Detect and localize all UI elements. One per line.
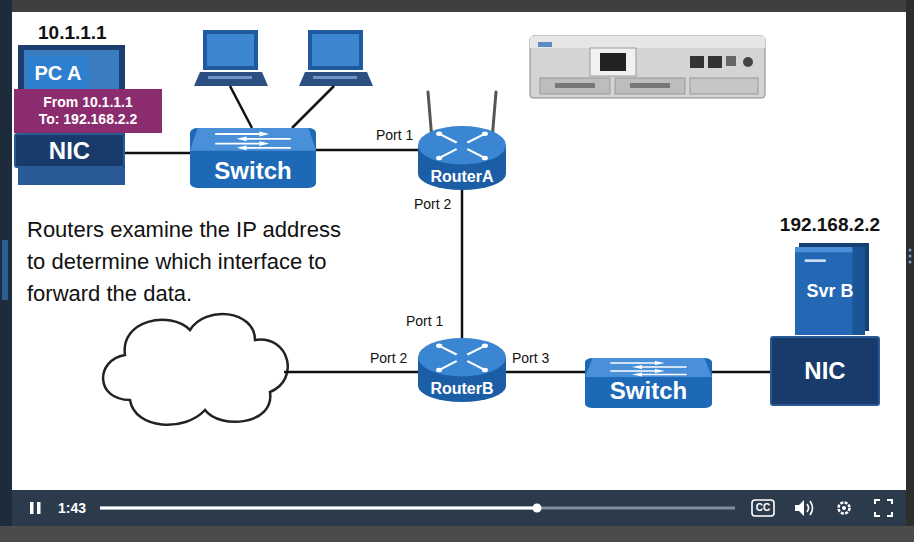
internet-cloud (103, 314, 288, 425)
server-tower: 192.168.2.2Svr B (795, 247, 865, 335)
network-link (125, 152, 190, 155)
node-body: NIC (16, 135, 123, 166)
network-link (712, 371, 770, 374)
left-frame-accent (2, 240, 8, 300)
node-text: RouterA (430, 168, 493, 186)
node-body: NIC (772, 338, 878, 404)
node-text: RouterB (430, 380, 493, 398)
ethernet-cable (230, 86, 252, 128)
nic-card: NIC (770, 336, 880, 406)
frame-dot (909, 261, 912, 264)
router-icon: RouterA (418, 126, 506, 190)
caption-text: Routers examine the IP address to determ… (27, 214, 353, 310)
node-body: Switch (585, 358, 712, 408)
switch-icon: Switch (190, 128, 316, 188)
port-label: Port 2 (370, 350, 407, 366)
network-link (461, 190, 464, 338)
node-text: Svr B (806, 281, 853, 302)
node-body: RouterB (418, 338, 506, 402)
nic-card: NIC (14, 133, 125, 168)
node-body: Svr B (795, 247, 865, 335)
node-text: NIC (49, 137, 90, 165)
frame-dot (909, 255, 912, 258)
frame-dot (909, 249, 912, 252)
network-link (506, 371, 585, 374)
packet-label: From 10.1.1.1 To: 192.168.2.2 (14, 89, 162, 133)
port-label: Port 1 (406, 313, 443, 329)
pc-label: 10.1.1.1PC A (28, 56, 88, 90)
progress-played (100, 507, 537, 510)
network-link (316, 149, 418, 152)
ip-address: 10.1.1.1 (38, 22, 107, 44)
player-bar (12, 490, 906, 526)
bottom-frame (0, 526, 914, 542)
fullscreen-icon (875, 500, 892, 516)
desktop-computer (194, 30, 268, 86)
progress-track (100, 507, 735, 510)
right-frame (906, 0, 914, 542)
wan-link (284, 371, 418, 374)
port-label: Port 2 (414, 196, 451, 212)
port-label: Port 3 (512, 350, 549, 366)
desktop-computer (299, 30, 373, 86)
pause-icon (37, 502, 41, 514)
port-label: Port 1 (376, 127, 413, 143)
node-body: From 10.1.1.1 To: 192.168.2.2 (14, 89, 162, 133)
router-icon: RouterB (418, 338, 506, 402)
node-body: PC A (28, 56, 88, 90)
node-text: PC A (34, 62, 81, 85)
pause-icon (30, 502, 34, 514)
router-photo (530, 36, 765, 98)
settings-gear (839, 503, 850, 514)
node-text: Switch (610, 377, 687, 405)
ip-address: 192.168.2.2 (780, 214, 880, 236)
node-text: NIC (804, 357, 845, 385)
playback-time: 1:43 (58, 500, 86, 516)
node-text: Switch (214, 157, 291, 185)
ethernet-cable (292, 86, 334, 128)
captions-icon (752, 500, 774, 516)
top-frame (0, 0, 914, 12)
node-body: Switch (190, 128, 316, 188)
node-body: RouterA (418, 126, 506, 190)
volume-icon (795, 500, 813, 516)
progress-knob (533, 504, 542, 513)
switch-icon: Switch (585, 358, 712, 408)
node-text: From 10.1.1.1 To: 192.168.2.2 (34, 94, 142, 128)
left-frame (0, 0, 12, 542)
captions-label: CC (755, 502, 771, 513)
